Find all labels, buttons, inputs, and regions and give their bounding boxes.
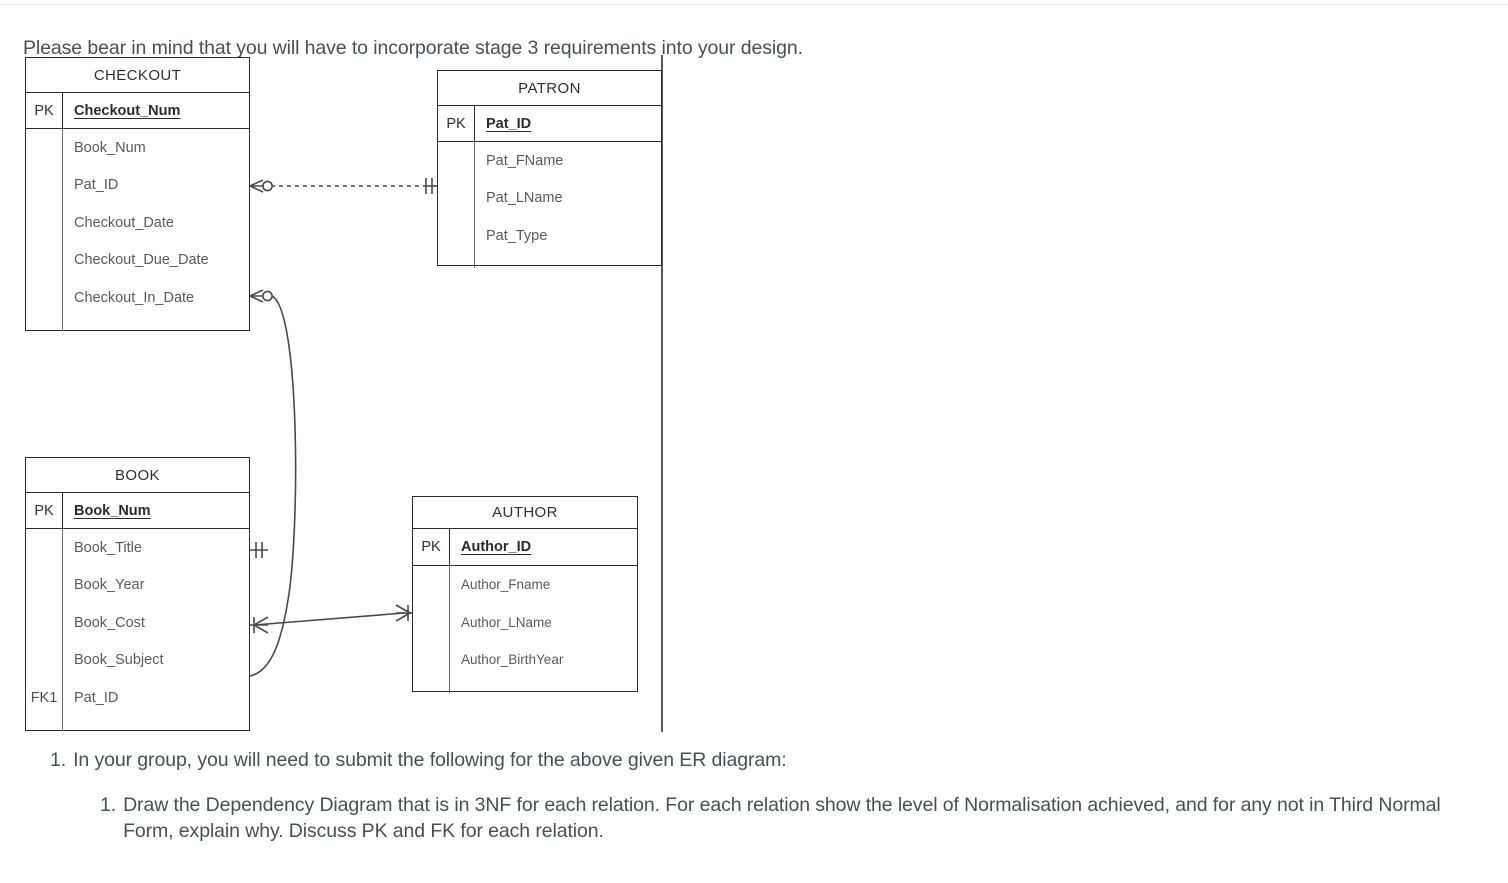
key-label: PK xyxy=(421,539,441,555)
key-label-empty xyxy=(438,255,474,268)
entity-row: FK1 Pat_ID xyxy=(26,679,249,717)
key-label: PK xyxy=(34,502,54,519)
attribute-name: Pat_Type xyxy=(474,217,661,255)
diagram-canvas-right-edge xyxy=(661,55,663,732)
entity-book: BOOK PK Book_Num Book_Title Book_Year Bo… xyxy=(25,457,250,731)
attribute-name: Checkout_In_Date xyxy=(62,279,249,317)
entity-row: Book_Title xyxy=(26,529,249,567)
key-label xyxy=(413,641,449,679)
key-label xyxy=(26,567,62,605)
attribute-name: Checkout_Date xyxy=(62,204,249,242)
attribute-name: Book_Num xyxy=(62,493,249,528)
entity-author-pk-row: PK Author_ID xyxy=(413,529,637,566)
attribute-name: Author_Fname xyxy=(449,566,637,604)
key-label: PK xyxy=(446,115,466,132)
entity-patron-pk-row: PK Pat_ID xyxy=(438,106,661,142)
entity-row: Pat_LName xyxy=(438,179,661,218)
entity-row: Checkout_In_Date xyxy=(26,279,249,317)
entity-row: Pat_Type xyxy=(438,217,661,255)
key-label xyxy=(438,142,474,180)
entity-author: AUTHOR PK Author_ID Author_Fname Author_… xyxy=(412,496,638,693)
attribute-name: Author_BirthYear xyxy=(449,641,637,679)
entity-checkout-title: CHECKOUT xyxy=(26,58,249,93)
key-label xyxy=(26,279,62,317)
attribute-name: Book_Year xyxy=(62,566,249,604)
entity-row: Book_Subject xyxy=(26,641,249,680)
key-label xyxy=(413,604,449,642)
attribute-empty xyxy=(62,716,249,731)
key-label xyxy=(26,129,62,167)
attribute-empty xyxy=(474,254,661,268)
attribute-name: Book_Subject xyxy=(62,641,249,679)
entity-row-spacer xyxy=(438,254,661,268)
attribute-name: Pat_ID xyxy=(62,166,249,204)
attribute-name: Book_Title xyxy=(62,529,249,567)
key-label xyxy=(26,167,62,205)
attribute-name: Author_ID xyxy=(449,529,637,565)
entity-row: Author_BirthYear xyxy=(413,641,637,679)
attribute-name: Pat_LName xyxy=(474,179,661,217)
entity-row: Pat_ID xyxy=(26,166,249,205)
entity-row: Checkout_Date xyxy=(26,204,249,242)
attribute-name: Pat_ID xyxy=(474,106,661,141)
key-label xyxy=(438,217,474,255)
attribute-name: Pat_FName xyxy=(474,142,661,180)
list-marker: 1. xyxy=(50,749,67,771)
key-label-empty xyxy=(413,679,449,693)
key-label-empty xyxy=(26,717,62,731)
key-label: FK1 xyxy=(30,689,58,706)
entity-checkout-pk-row: PK Checkout_Num xyxy=(26,93,249,129)
entity-book-pk-row: PK Book_Num xyxy=(26,493,249,529)
entity-checkout: CHECKOUT PK Checkout_Num Book_Num Pat_ID… xyxy=(25,57,250,331)
entity-row-spacer xyxy=(413,678,637,693)
attribute-name: Book_Cost xyxy=(62,604,249,642)
page-top-divider xyxy=(0,4,1508,5)
key-label xyxy=(26,604,62,642)
entity-row-spacer xyxy=(26,716,249,731)
attribute-empty xyxy=(449,678,637,693)
entity-row: Book_Num xyxy=(26,129,249,167)
list-item-text: In your group, you will need to submit t… xyxy=(73,749,787,771)
attribute-name: Book_Num xyxy=(62,129,249,167)
attribute-empty xyxy=(62,316,249,331)
entity-patron-title: PATRON xyxy=(438,71,661,106)
key-label: PK xyxy=(34,102,54,119)
attribute-name: Checkout_Due_Date xyxy=(62,241,249,279)
list-item: 1. In your group, you will need to submi… xyxy=(50,747,1470,773)
entity-book-title: BOOK xyxy=(26,458,249,493)
entity-row: Pat_FName xyxy=(438,142,661,180)
entity-patron: PATRON PK Pat_ID Pat_FName Pat_LName Pat… xyxy=(437,70,662,268)
key-label xyxy=(26,529,62,567)
key-label xyxy=(26,642,62,680)
attribute-name: Checkout_Num xyxy=(62,93,249,128)
list-item: 1. Draw the Dependency Diagram that is i… xyxy=(100,792,1480,845)
entity-row: Book_Year xyxy=(26,566,249,605)
entity-row: Author_Fname xyxy=(413,566,637,604)
key-label xyxy=(438,180,474,218)
list-item-text: Draw the Dependency Diagram that is in 3… xyxy=(123,794,1441,843)
attribute-name: Pat_ID xyxy=(62,679,249,717)
entity-row: Checkout_Due_Date xyxy=(26,241,249,280)
intro-paragraph: Please bear in mind that you will have t… xyxy=(23,36,803,59)
list-marker: 1. xyxy=(100,794,117,816)
key-label-empty xyxy=(26,317,62,331)
entity-author-title: AUTHOR xyxy=(413,497,637,529)
attribute-name: Author_LName xyxy=(449,603,637,641)
entity-row-spacer xyxy=(26,316,249,331)
entity-row: Author_LName xyxy=(413,603,637,642)
key-label xyxy=(26,242,62,280)
entity-row: Book_Cost xyxy=(26,604,249,642)
key-label xyxy=(26,204,62,242)
key-label xyxy=(413,566,449,604)
